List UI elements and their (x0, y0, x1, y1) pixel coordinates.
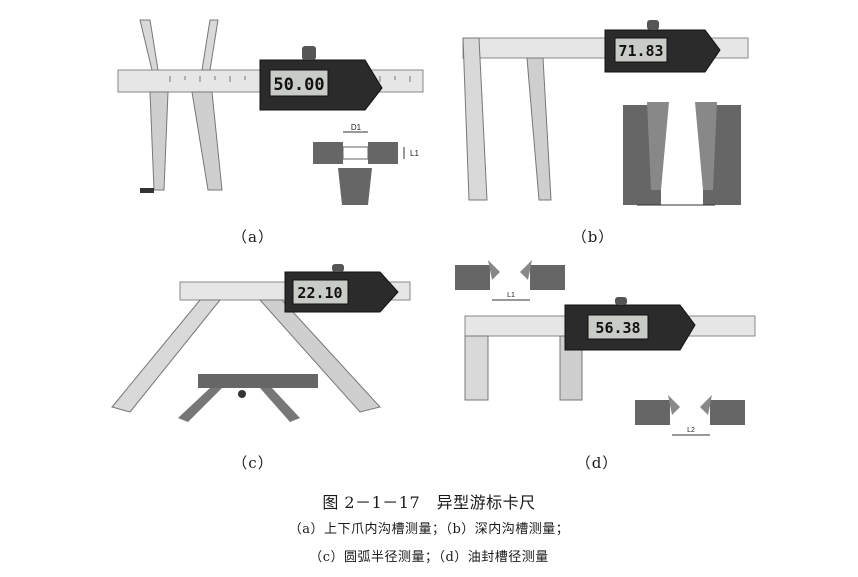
lcd-reading-b: 71.83 (618, 42, 663, 60)
panel-label-d: （d） (575, 454, 619, 472)
dim-label-l1: L1 (410, 149, 419, 158)
figure-panel-d: L1 56.38 L2 (450, 250, 760, 442)
figure-panel-a: 50.00 D1 L1 (110, 10, 430, 215)
dim-label-d1: D1 (351, 123, 362, 132)
figure-panel-b: 71.83 (455, 10, 755, 215)
radius-diagram-c (178, 374, 318, 422)
oil-seal-diagram-bottom: L2 (635, 395, 745, 436)
panel-label-c: （c） (232, 454, 274, 472)
figure-caption-line-2: （c）圆弧半径测量；（d）油封槽径测量 (309, 550, 549, 565)
figure-caption-line-1: （a）上下爪内沟槽测量；（b）深内沟槽测量； (288, 522, 570, 537)
groove-diagram-a: D1 L1 (313, 123, 419, 205)
panel-label-b: （b） (571, 228, 615, 246)
groove-diagram-b (623, 102, 741, 206)
lcd-reading-c: 22.10 (297, 284, 342, 302)
caliper-c-illustration: 22.10 (111, 264, 411, 422)
oil-seal-diagram-top: L1 (455, 260, 565, 301)
panel-label-a: （a） (232, 228, 274, 246)
figure-panel-c: 22.10 (110, 262, 430, 442)
figure-caption-title: 图 2－1－17 异型游标卡尺 (322, 493, 536, 512)
dim-label-bottom-l2: L2 (687, 427, 695, 434)
caliper-b-illustration: 71.83 (462, 20, 749, 206)
caliper-a-illustration: 50.00 D1 L1 (117, 19, 424, 205)
lcd-reading-d: 56.38 (595, 319, 640, 337)
dim-label-top-l1: L1 (507, 292, 515, 299)
caliper-d-illustration: L1 56.38 L2 (455, 260, 756, 436)
lcd-reading-a: 50.00 (273, 75, 324, 95)
